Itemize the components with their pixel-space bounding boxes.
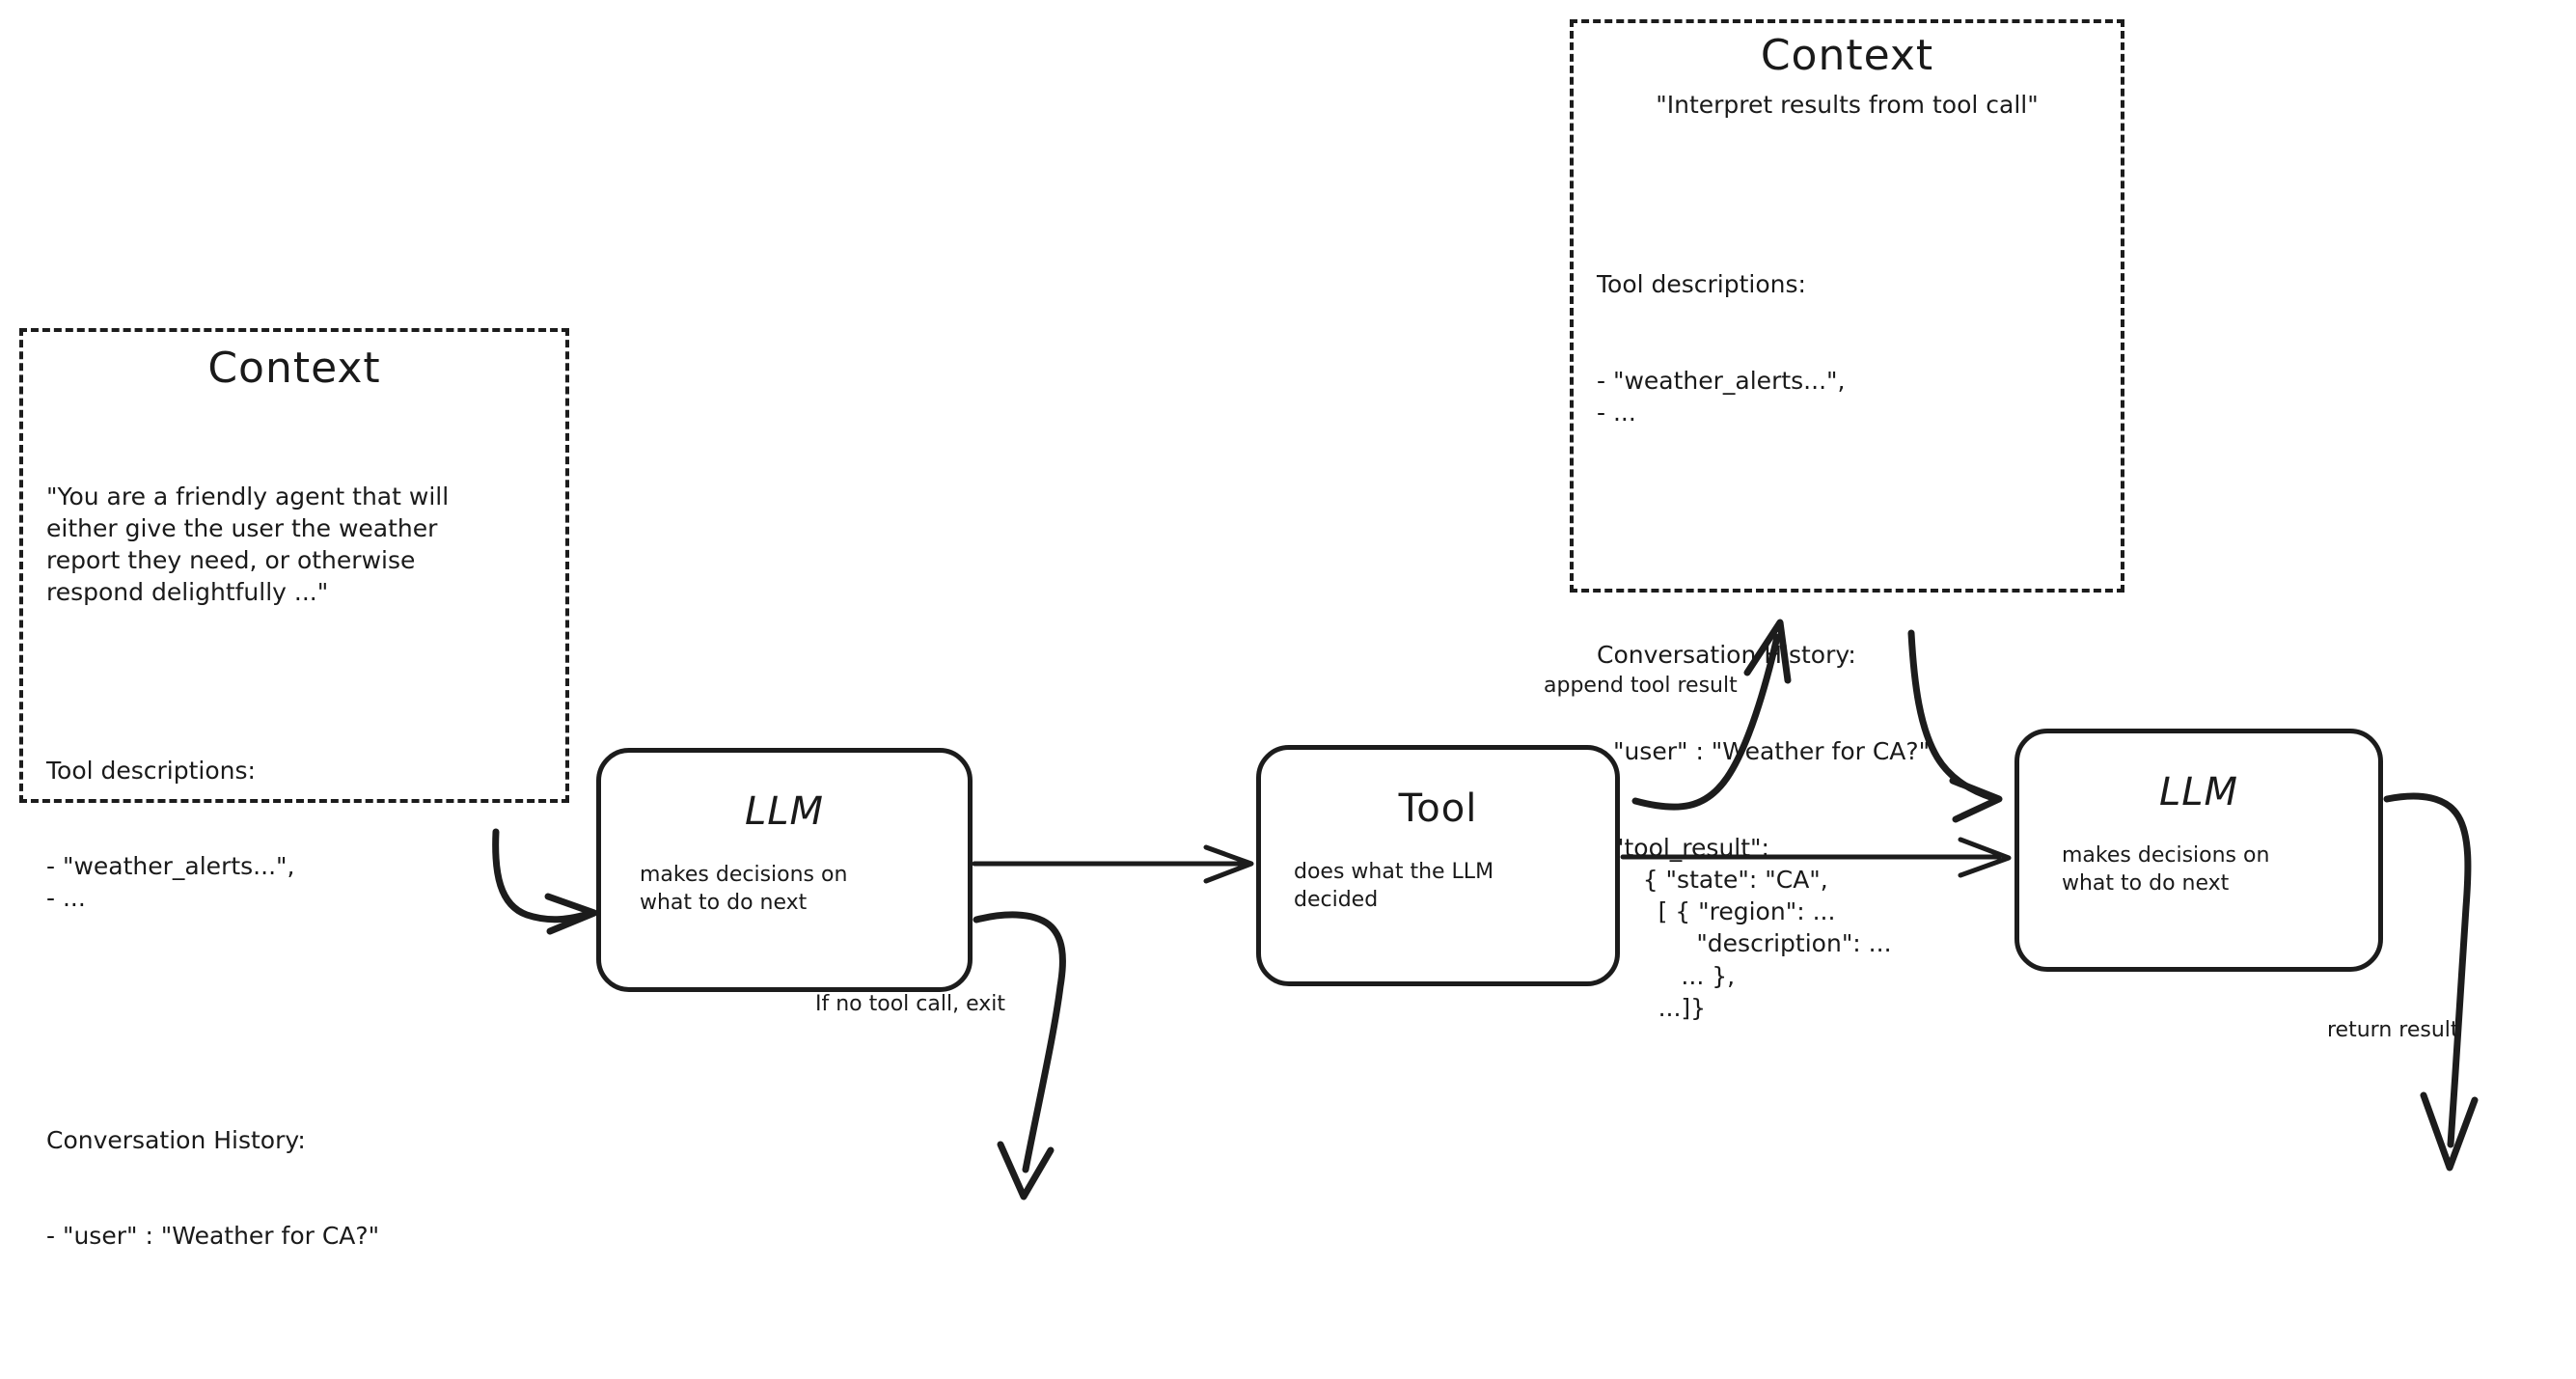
- edge-label-return-result: return result: [2327, 1018, 2459, 1042]
- node-llm-first-title: LLM: [744, 789, 825, 834]
- edge-label-if-no-tool-call-exit: If no tool call, exit: [815, 992, 1005, 1016]
- node-llm-second-subtitle: makes decisions on what to do next: [2062, 843, 2270, 896]
- context-box-initial: Context "You are a friendly agent that w…: [19, 328, 569, 1250]
- context-right-conversation-heading: Conversation History:: [1597, 641, 1856, 670]
- context-right-tool-descriptions: Tool descriptions: - "weather_alerts..."…: [1597, 205, 2107, 493]
- arrow-llm1-exit: [973, 911, 1066, 1200]
- context-left-tool-descriptions-items: - "weather_alerts...", - ...: [46, 852, 295, 913]
- diagram-canvas: .stroke-thin { fill:none; stroke:#1c1c1c…: [19, 19, 2479, 1250]
- context-right-title: Context: [1760, 31, 1934, 80]
- context-box-after-tool: Context "Interpret results from tool cal…: [1570, 19, 2124, 1022]
- context-right-body: Tool descriptions: - "weather_alerts..."…: [1597, 140, 2107, 1152]
- context-left-tool-descriptions-heading: Tool descriptions:: [46, 757, 256, 786]
- context-right-tool-descriptions-heading: Tool descriptions:: [1597, 270, 1806, 299]
- context-left-body: "You are a friendly agent that will eith…: [46, 417, 548, 1379]
- arrow-llm1-to-tool: [972, 844, 1254, 884]
- context-left-conversation-items: - "user" : "Weather for CA?": [46, 1222, 380, 1251]
- context-right-tool-descriptions-items: - "weather_alerts...", - ...: [1597, 367, 1846, 427]
- node-llm-second-title: LLM: [2158, 770, 2239, 814]
- context-left-system-prompt: "You are a friendly agent that will eith…: [46, 483, 450, 607]
- context-left-tool-descriptions: Tool descriptions: - "weather_alerts..."…: [46, 691, 548, 978]
- node-llm-second[interactable]: LLM makes decisions on what to do next: [2014, 729, 2383, 972]
- node-tool[interactable]: Tool does what the LLM decided: [1256, 745, 1620, 986]
- edge-label-append-tool-result: append tool result: [1544, 674, 1738, 698]
- node-llm-first[interactable]: LLM makes decisions on what to do next: [596, 748, 973, 992]
- node-llm-first-subtitle: makes decisions on what to do next: [640, 863, 848, 916]
- node-tool-subtitle: does what the LLM decided: [1294, 860, 1494, 913]
- context-left-title: Context: [207, 344, 381, 393]
- context-right-conversation: Conversation History: - "user" : "Weathe…: [1597, 575, 2107, 1089]
- context-right-tool-result: - "tool_result": { "state": "CA", [ { "r…: [1597, 833, 1892, 1022]
- context-left-conversation-heading: Conversation History:: [46, 1126, 306, 1155]
- context-left-conversation: Conversation History: - "user" : "Weathe…: [46, 1061, 548, 1315]
- node-tool-title: Tool: [1398, 786, 1478, 831]
- arrow-return-result: [2383, 792, 2479, 1172]
- context-right-system-prompt: "Interpret results from tool call": [1656, 91, 2039, 120]
